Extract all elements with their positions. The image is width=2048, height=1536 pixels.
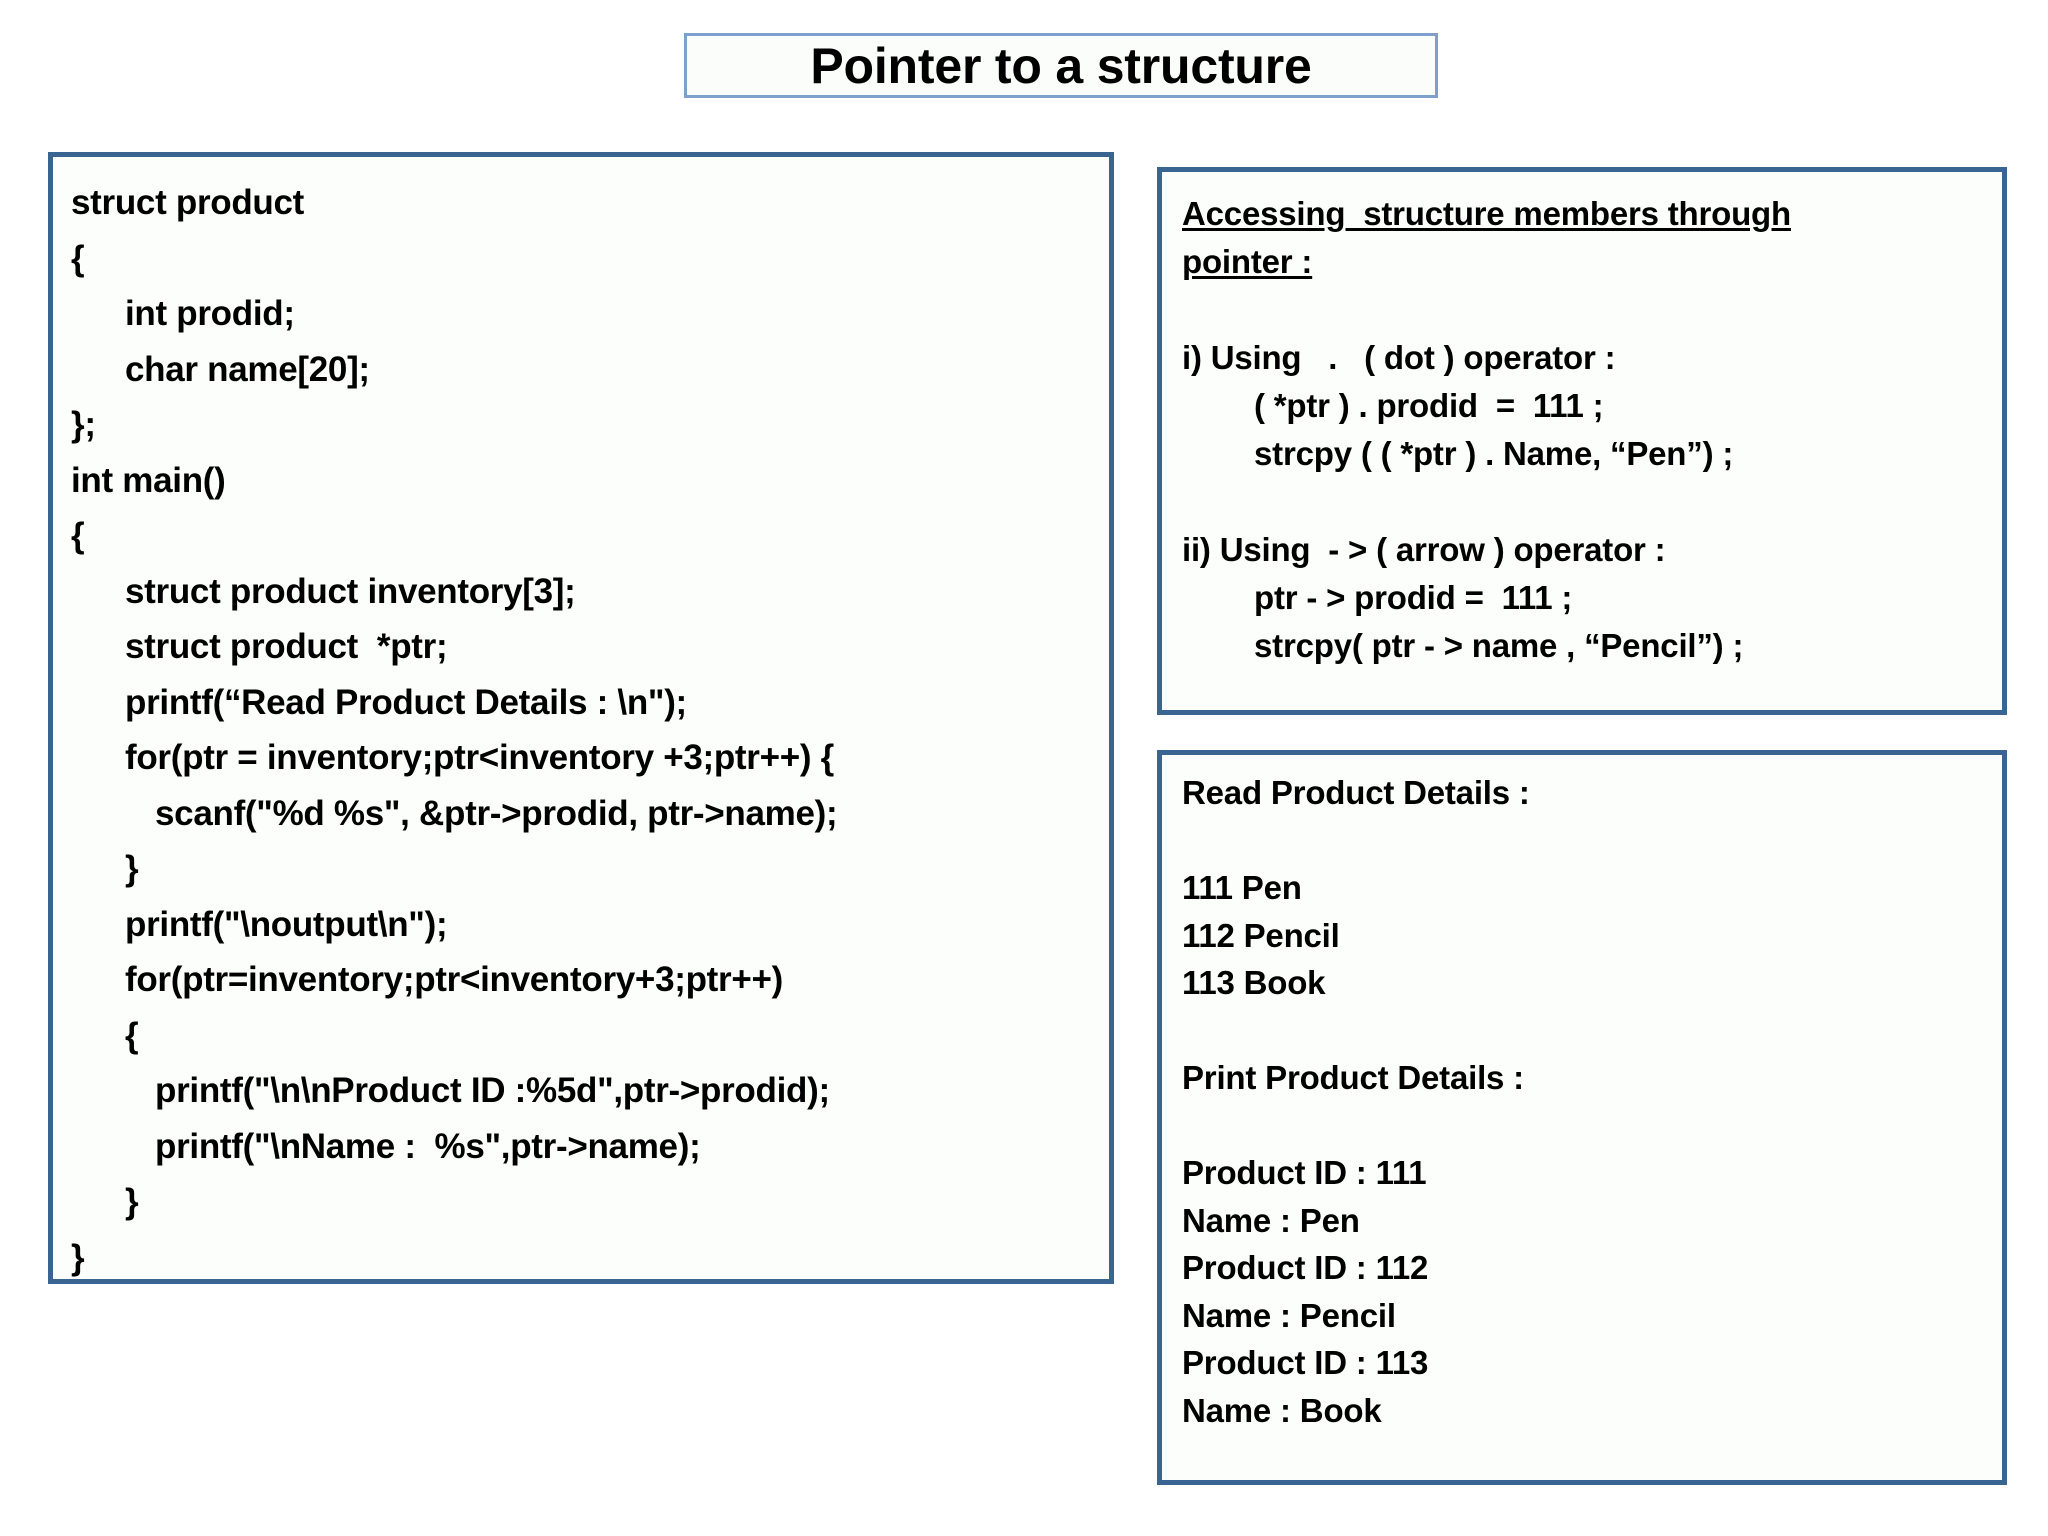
code-listing-panel: struct product { int prodid; char name[20];… (48, 152, 1114, 1284)
output-line-spacer (1162, 1102, 2002, 1150)
code-line: int prodid; (125, 294, 295, 333)
code-line: { (71, 516, 85, 555)
access-line: pointer : (1182, 243, 1313, 280)
output-line: 111 Pen (1182, 869, 1302, 906)
code-line: char name[20]; (125, 349, 370, 389)
access-line: strcpy( ptr - > name , “Pencil”) ; (1254, 627, 1744, 664)
access-line: strcpy ( ( *ptr ) . Name, “Pen”) ; (1254, 435, 1734, 472)
access-line: ii) Using - > ( arrow ) operator : (1182, 531, 1666, 568)
program-output-panel: Read Product Details : 111 Pen 112 Pencil… (1157, 750, 2007, 1485)
code-line: struct product (71, 183, 305, 222)
slide-title-box: Pointer to a structure (684, 33, 1438, 98)
access-lines: Accessing structure members through point… (1162, 190, 2002, 670)
code-line: struct product inventory[3]; (125, 571, 576, 611)
output-line: 113 Book (1182, 964, 1326, 1001)
access-line: ptr - > prodid = 111 ; (1254, 579, 1573, 616)
accessing-members-panel: Accessing structure members through point… (1157, 167, 2007, 715)
code-line: scanf("%d %s", &ptr->prodid, ptr->name); (155, 793, 838, 833)
output-line: Product ID : 112 (1182, 1249, 1429, 1286)
access-line: i) Using . ( dot ) operator : (1182, 339, 1616, 376)
code-line: struct product *ptr; (125, 627, 448, 666)
output-line: Name : Book (1182, 1391, 1382, 1429)
access-line: Accessing structure members through (1182, 195, 1791, 232)
output-line-spacer (1162, 817, 2002, 865)
access-line-spacer (1162, 286, 2002, 334)
code-line: printf("\noutput\n"); (125, 904, 448, 944)
output-line: Name : Pencil (1182, 1296, 1396, 1334)
code-line: for(ptr = inventory;ptr<inventory +3;ptr… (125, 738, 834, 777)
code-line: { (71, 238, 85, 278)
code-line: }; (71, 405, 96, 444)
output-line-spacer (1162, 1007, 2002, 1055)
code-line: int main() (71, 460, 226, 500)
code-lines: struct product { int prodid; char name[20];… (53, 175, 1109, 1285)
code-line: } (125, 849, 139, 888)
code-line: } (125, 1182, 139, 1221)
output-line: Product ID : 111 (1182, 1154, 1427, 1191)
access-line: ( *ptr ) . prodid = 111 ; (1254, 387, 1604, 424)
output-line: 112 Pencil (1182, 916, 1340, 954)
code-line: printf(“Read Product Details : \n"); (125, 682, 687, 722)
output-line: Read Product Details : (1182, 774, 1530, 811)
output-line: Product ID : 113 (1182, 1344, 1429, 1381)
output-line: Name : Pen (1182, 1201, 1360, 1239)
access-line-spacer (1162, 478, 2002, 526)
code-line: } (71, 1237, 85, 1277)
page-title: Pointer to a structure (810, 37, 1312, 94)
code-line: for(ptr=inventory;ptr<inventory+3;ptr++) (125, 960, 783, 999)
code-line: printf("\n\nProduct ID :%5d",ptr->prodid… (155, 1071, 830, 1110)
output-line: Print Product Details : (1182, 1059, 1524, 1096)
code-line: { (125, 1015, 139, 1055)
code-line: printf("\nName : %s",ptr->name); (155, 1126, 701, 1166)
output-lines: Read Product Details : 111 Pen 112 Pencil… (1162, 769, 2002, 1434)
